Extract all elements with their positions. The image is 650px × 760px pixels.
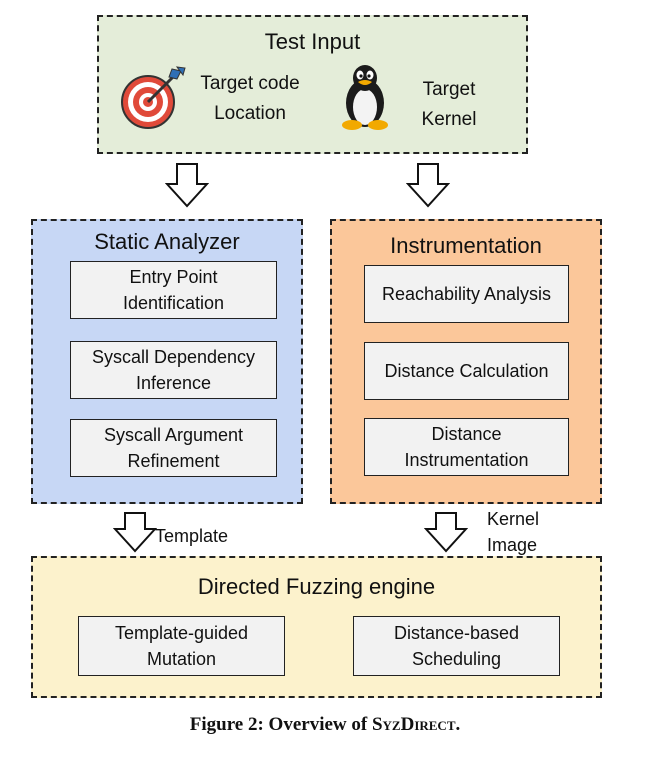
test-input-panel: Test Input Target code Location Targ (97, 15, 528, 154)
reachability-analysis-box: Reachability Analysis (364, 265, 569, 323)
distance-calculation-box: Distance Calculation (364, 342, 569, 400)
syscall-argument-refinement-box: Syscall Argument Refinement (70, 419, 277, 477)
caption-suffix: . (455, 714, 461, 735)
template-guided-mutation-box: Template-guided Mutation (78, 616, 285, 676)
arrow-template (113, 512, 157, 553)
target-code-location-label: Target code Location (200, 73, 300, 124)
fuzzing-engine-panel: Directed Fuzzing engine Template-guided … (31, 556, 602, 698)
distance-instrumentation-box: Distance Instrumentation (364, 418, 569, 476)
instrumentation-title: Instrumentation (390, 233, 542, 258)
target-kernel-label: Target Kernel (421, 79, 477, 130)
linux-penguin-icon (337, 61, 393, 131)
static-analyzer-panel: Static Analyzer Entry Point Identificati… (31, 219, 303, 504)
entry-point-identification-box: Entry Point Identification (70, 261, 277, 319)
syscall-dependency-inference-box: Syscall Dependency Inference (70, 341, 277, 399)
template-label: Template (155, 526, 229, 546)
instrumentation-panel: Instrumentation Reachability Analysis Di… (330, 219, 602, 504)
arrow-to-static-analyzer (165, 163, 209, 208)
fuzzing-engine-title: Directed Fuzzing engine (197, 574, 436, 599)
caption-prefix: Figure 2: Overview of (189, 714, 372, 735)
test-input-title: Test Input (264, 29, 361, 54)
caption-system-name: SyzDirect (371, 714, 456, 735)
figure-caption: Figure 2: Overview of SyzDirect. (0, 714, 650, 736)
static-analyzer-title: Static Analyzer (94, 229, 240, 254)
kernel-image-label: Kernel Image (487, 509, 540, 555)
target-icon (117, 65, 187, 131)
distance-based-scheduling-box: Distance-based Scheduling (353, 616, 560, 676)
arrow-to-instrumentation (406, 163, 450, 208)
arrow-kernel-image (424, 512, 468, 553)
